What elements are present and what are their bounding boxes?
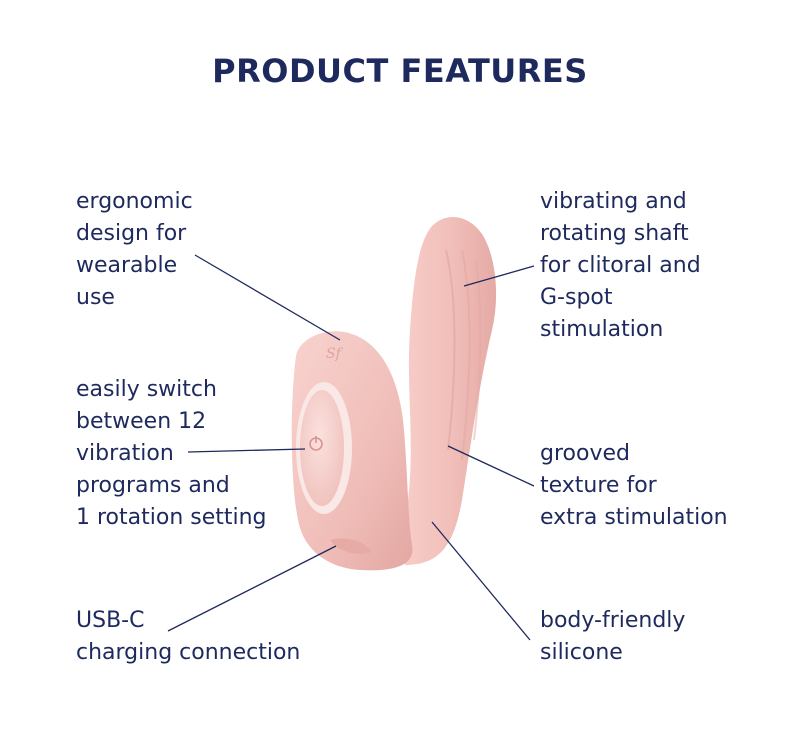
- feature-text-line: rotating shaft: [540, 221, 689, 246]
- feature-text-line: stimulation: [540, 317, 664, 342]
- feature-text-line: G-spot: [540, 285, 613, 310]
- feature-body-friendly-silicone: body-friendly silicone: [540, 605, 685, 669]
- feature-vibration-programs: easily switch between 12 vibration progr…: [76, 374, 267, 534]
- page-title: PRODUCT FEATURES: [212, 52, 588, 90]
- feature-grooved-texture: grooved texture for extra stimulation: [540, 438, 728, 534]
- logo-mark: Sf: [326, 346, 344, 362]
- vibrating-shaft: [400, 216, 497, 566]
- feature-ergonomic-design: ergonomic design for wearable use: [76, 186, 193, 314]
- feature-text-line: design for: [76, 221, 187, 246]
- feature-text-line: vibration: [76, 441, 174, 466]
- feature-text-line: USB-C: [76, 608, 145, 633]
- feature-text-line: silicone: [540, 640, 623, 665]
- feature-text-line: extra stimulation: [540, 505, 728, 530]
- feature-text-line: texture for: [540, 473, 657, 498]
- feature-usb-c-charging: USB-C charging connection: [76, 605, 300, 669]
- feature-text-line: vibrating and: [540, 189, 687, 214]
- feature-text-line: ergonomic: [76, 189, 193, 214]
- feature-text-line: programs and: [76, 473, 230, 498]
- feature-rotating-shaft: vibrating and rotating shaft for clitora…: [540, 186, 701, 346]
- feature-text-line: charging connection: [76, 640, 301, 665]
- usb-c-port: [330, 538, 372, 554]
- feature-text-line: between 12: [76, 409, 207, 434]
- feature-text-line: for clitoral and: [540, 253, 701, 278]
- feature-text-line: body-friendly: [540, 608, 686, 633]
- feature-text-line: 1 rotation setting: [76, 505, 267, 530]
- feature-text-line: easily switch: [76, 377, 217, 402]
- feature-text-line: wearable: [76, 253, 178, 278]
- feature-text-line: grooved: [540, 441, 630, 466]
- feature-text-line: use: [76, 285, 115, 310]
- leader-lines: [167, 254, 535, 641]
